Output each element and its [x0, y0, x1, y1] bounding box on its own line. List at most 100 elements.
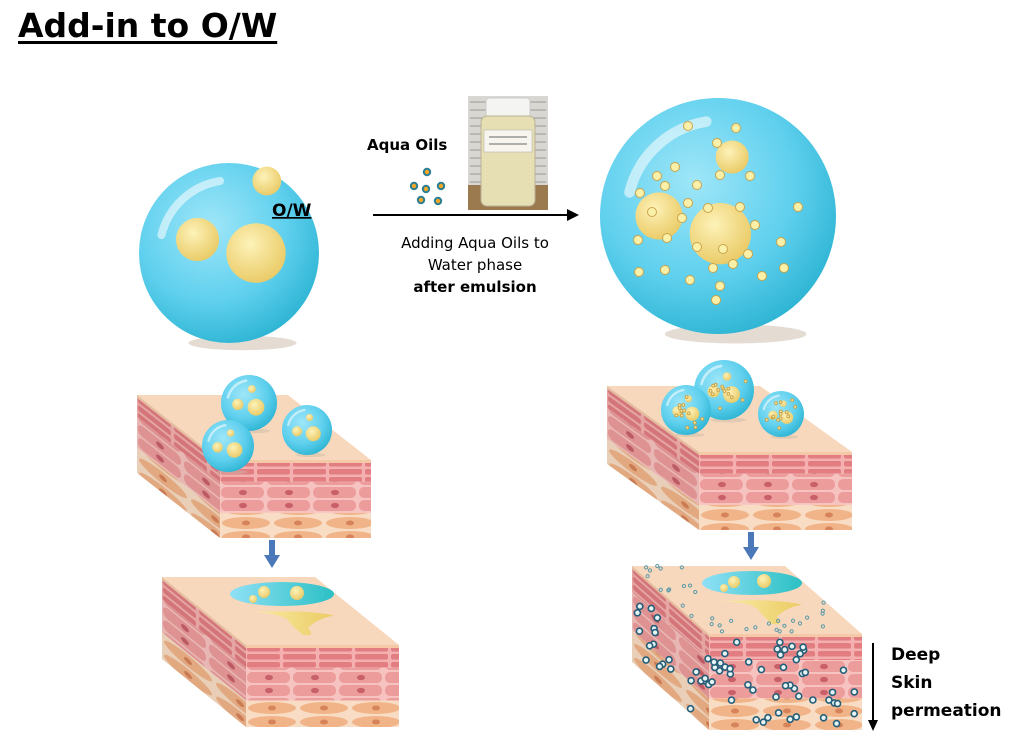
oil-droplet [306, 414, 313, 421]
permeated-aqua-oil-particle [655, 662, 664, 671]
aqua-oil-particle [821, 600, 826, 605]
aqua-oil-particle [647, 568, 653, 573]
permeated-aqua-oil-particle [764, 713, 772, 722]
aqua-oil-particle [683, 121, 693, 131]
aqua-oil-particle [693, 425, 698, 430]
epidermis-layer [137, 416, 220, 513]
highlight [666, 388, 685, 407]
skin-surface-edge [632, 566, 709, 637]
aqua-oil-particle [778, 400, 783, 405]
permeated-aqua-oil-particle [633, 608, 642, 617]
oil-droplet [292, 426, 302, 437]
permeated-aqua-oil-particle [653, 613, 662, 622]
stratum-corneum-layer [246, 648, 399, 668]
permeated-aqua-oil-particle [666, 665, 675, 673]
aqua-oil-particle [728, 259, 738, 269]
page-title: Add-in to O/W [18, 6, 278, 45]
aqua-oil-particle [703, 203, 713, 213]
aqua-oil-particle [757, 271, 767, 281]
aqua-oil-particle [804, 615, 810, 620]
oil-droplet [290, 586, 304, 600]
permeated-aqua-oil-particle [776, 651, 785, 659]
aqua-oil-particle [662, 233, 672, 243]
permeated-aqua-oil-particle [801, 668, 810, 677]
oil-droplet [247, 385, 256, 393]
arrow-down-icon [743, 532, 759, 560]
dermis-layer [246, 700, 399, 727]
aqua-oil-particle [729, 395, 734, 400]
aqua-oil-particle [685, 275, 695, 285]
absorbed-oil-stain [240, 611, 334, 636]
permeated-aqua-oil-particle [749, 686, 757, 694]
aqua-oil-particle [687, 411, 691, 416]
epidermis-layer [632, 592, 709, 699]
aqua-oil-particle [710, 616, 715, 621]
aqua-oil-particle [766, 621, 772, 626]
aqua-oil-particle [712, 138, 722, 148]
aqua-oil-particle [753, 625, 758, 630]
permeated-aqua-oil-particle [773, 645, 782, 653]
permeated-aqua-oil-particle [732, 638, 741, 647]
aqua-oil-particle [726, 391, 731, 396]
highlight [624, 116, 712, 198]
permeated-aqua-oil-particle [850, 688, 859, 696]
aqua-oil-particle [692, 242, 702, 252]
aqua-oil-particle [793, 405, 798, 409]
permeated-aqua-oil-particle [759, 718, 768, 726]
aqua-oil-particle [718, 244, 728, 254]
oil-droplet [305, 426, 321, 442]
aqua-oil-particle [692, 180, 702, 190]
ow-with-aqua-oils-sphere [600, 98, 836, 344]
permeated-aqua-oil-particle [792, 713, 801, 721]
permeated-aqua-oil-particle [727, 696, 736, 704]
permeated-aqua-oil-particle [772, 693, 780, 701]
ow-emulsion-sphere [139, 163, 319, 351]
permeated-aqua-oil-particle [721, 649, 729, 658]
aqua-oil-particle [677, 213, 687, 223]
aqua-oil-particle [797, 621, 803, 626]
skin-side-face [607, 386, 699, 530]
skin-surface-edge [709, 634, 862, 637]
permeated-aqua-oil-particle [726, 664, 734, 673]
arrow-down-icon [264, 540, 280, 568]
aqua-oil-particle [677, 406, 682, 410]
caption-line-3: after emulsion [413, 278, 536, 296]
permeated-aqua-oil-particle [832, 719, 841, 728]
permeated-aqua-oil-particle [839, 666, 848, 675]
aqua-oil-particle [681, 583, 687, 589]
skin-block-aqua-after [632, 563, 862, 730]
epidermis-layer [246, 667, 399, 701]
oil-droplet [757, 574, 771, 588]
oil-droplet [232, 398, 244, 410]
aqua-oil-particle [693, 589, 698, 595]
permeated-aqua-oil-particle [687, 676, 695, 685]
permeated-aqua-oil-particle [788, 642, 796, 651]
absorbed-oil-stain [712, 600, 802, 625]
aqua-oil-particle [776, 237, 786, 247]
deep-permeation-arrow [868, 643, 878, 731]
aqua-oil-particle [735, 202, 745, 212]
aqua-oil-particle [684, 395, 689, 399]
aqua-oil-particle [778, 416, 783, 421]
permeated-aqua-oil-particle [828, 688, 837, 697]
oil-droplet [715, 140, 749, 174]
aqua-oil-particle [670, 162, 680, 172]
skin-surface-edge [220, 460, 371, 463]
aqua-oil-particle [667, 587, 672, 592]
aqua-oil-particle [745, 171, 755, 181]
skin-side-face [162, 577, 246, 727]
permeation-line-3: permeation [891, 701, 1002, 721]
oil-droplet [226, 223, 286, 283]
aqua-oil-particle [750, 220, 760, 230]
aqua-oil-dot-core [435, 198, 441, 204]
aqua-oil-particle [715, 281, 725, 291]
aqua-oil-particle [744, 627, 749, 632]
permeated-aqua-oil-particle [786, 715, 794, 724]
dermis-layer [220, 512, 371, 538]
permeated-aqua-oil-particle [819, 714, 828, 722]
aqua-oil-particle [716, 388, 721, 392]
aqua-oil-particle [743, 379, 748, 384]
aqua-oil-particle [660, 181, 670, 191]
permeated-aqua-oil-particle [647, 604, 656, 613]
